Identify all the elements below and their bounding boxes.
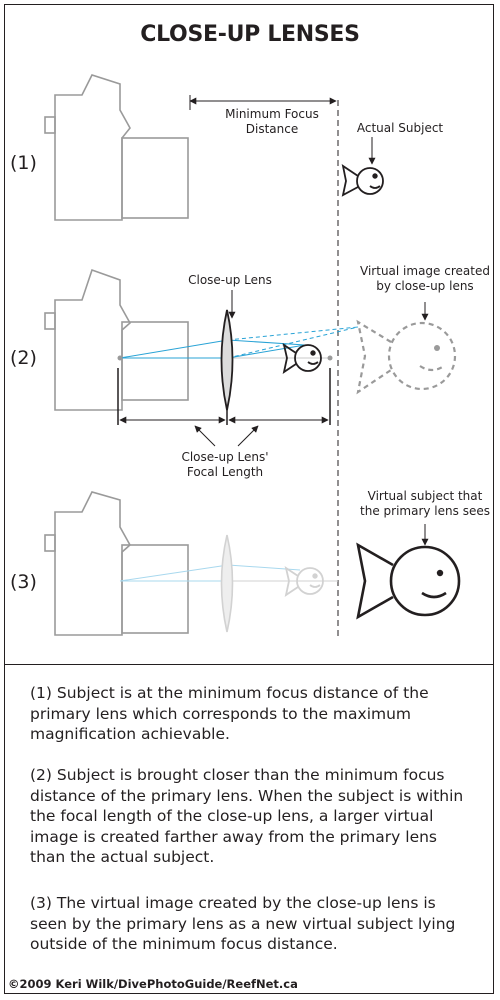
camera-2 [44,268,189,411]
stage-label-3: (3) [10,571,37,593]
copyright-footer: ©2009 Keri Wilk/DivePhotoGuide/ReefNet.c… [8,977,298,991]
diagram-title: CLOSE-UP LENSES [140,22,360,47]
ray-2 [227,339,306,346]
closeup-lens-3 [220,534,234,633]
section-divider [4,664,494,665]
fish-3-faded [284,565,324,597]
virtual-fish-2 [356,319,457,395]
ray-4 [227,344,306,359]
diagram-frame [4,4,494,994]
fish-1 [341,164,384,197]
camera-3 [44,491,189,636]
camera-1 [44,74,189,221]
closeup-lens-label: Close-up Lens [188,273,272,287]
focal-length-label: Close-up Lens'Focal Length [181,450,269,479]
virtual-ray-2 [227,326,359,359]
stage-label-1: (1) [10,152,37,174]
virtual-subject-fish [356,542,461,620]
stage-label-2: (2) [10,347,37,369]
paragraph-2: (2) Subject is brought closer than the m… [30,766,464,866]
fish-2 [282,342,322,374]
paragraph-3: (3) The virtual image created by the clo… [30,894,456,953]
closeup-lens-2 [220,309,234,411]
paragraph-1: (1) Subject is at the minimum focus dist… [30,684,429,743]
ray-1 [119,339,229,359]
actual-subject-label: Actual Subject [356,121,444,135]
virtual-ray-1 [227,326,359,341]
